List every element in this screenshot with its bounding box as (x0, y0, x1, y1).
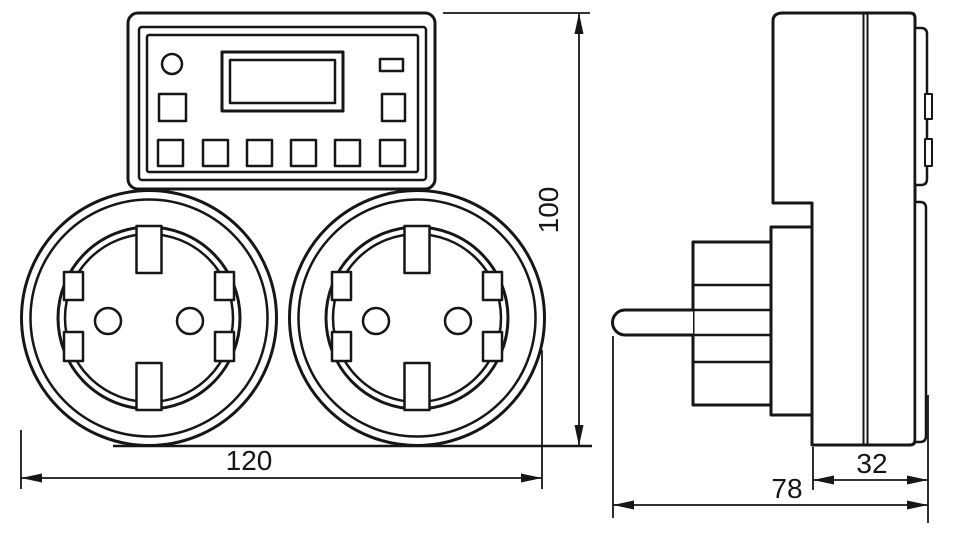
plug-base-profile (691, 240, 773, 407)
back-tab (924, 93, 933, 120)
arrowhead-right (907, 500, 928, 510)
button-left (157, 92, 188, 123)
button-row-2 (201, 138, 230, 168)
dimension-height: 100 (443, 12, 590, 446)
socket-right (288, 189, 546, 447)
arrowhead-left (21, 473, 42, 483)
arrowhead-right (521, 473, 542, 483)
back-tab (924, 138, 933, 167)
panel-outer-frame (137, 25, 428, 182)
side-view (611, 11, 933, 447)
arrowhead-left (813, 475, 834, 485)
button-row-1 (156, 138, 185, 168)
button-row-4 (289, 138, 318, 168)
arrowhead-down (574, 425, 584, 446)
lcd-display-screen (228, 58, 337, 105)
side-body-outline (771, 11, 917, 447)
plug-pin (611, 308, 693, 337)
dimension-depth-body-label: 32 (856, 448, 887, 479)
dimension-width-label: 120 (226, 445, 273, 476)
indicator-window (378, 57, 405, 73)
arrowhead-left (613, 500, 634, 510)
button-row-6 (378, 138, 407, 168)
button-right (380, 92, 407, 123)
arrowhead-right (907, 475, 928, 485)
dimension-depth-total-label: 78 (771, 473, 802, 504)
back-strip-bottom (913, 200, 928, 444)
dimension-annotations: 120 100 78 32 (20, 12, 929, 523)
button-row-3 (245, 138, 274, 168)
button-row-5 (333, 138, 362, 168)
led-indicator (160, 52, 184, 76)
dimension-height-label: 100 (533, 187, 564, 234)
panel-inner-frame (145, 33, 420, 174)
front-view (20, 11, 592, 448)
socket-left (20, 189, 278, 447)
head-outline (126, 11, 437, 191)
dimension-width: 120 (20, 350, 543, 489)
socket-holder-profile (769, 225, 814, 417)
dimension-depth-body: 32 (812, 447, 928, 490)
lcd-display-frame (220, 50, 345, 113)
arrowhead-up (574, 13, 584, 34)
dimension-depth-total: 78 (612, 336, 929, 523)
